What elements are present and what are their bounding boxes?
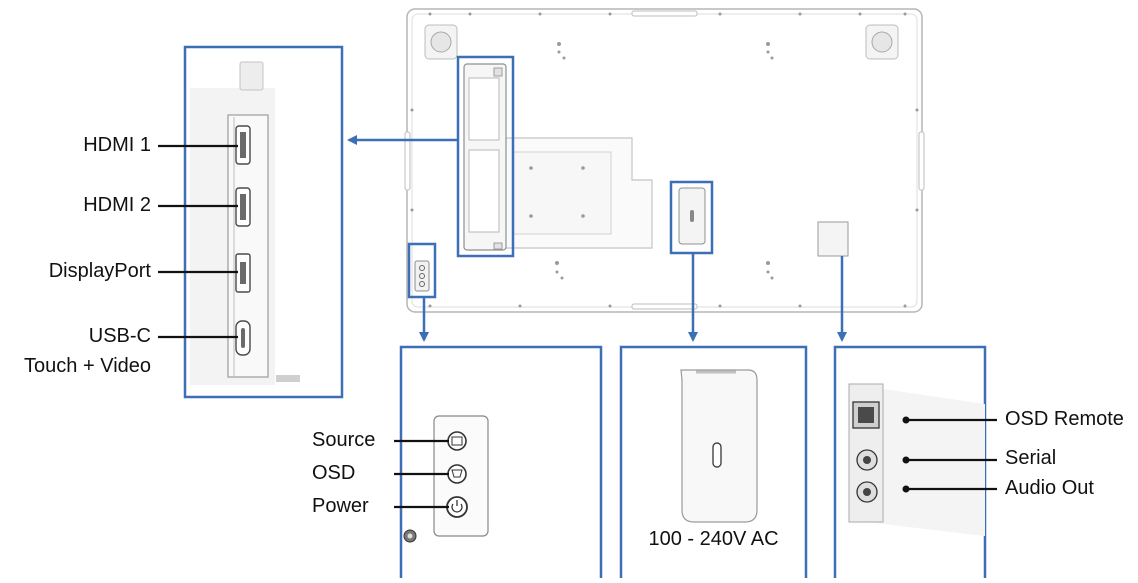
mount-foot-left — [424, 24, 458, 60]
io-bay — [463, 63, 507, 251]
label-hdmi1: HDMI 1 — [83, 134, 151, 156]
detail-panel-accessory — [833, 345, 987, 578]
power-button — [446, 496, 468, 518]
osd-button — [447, 464, 467, 484]
hdmi2-port — [235, 187, 251, 227]
label-audio-out: Audio Out — [1005, 477, 1094, 499]
label-serial: Serial — [1005, 447, 1057, 469]
highlight-power — [669, 180, 714, 255]
label-osd-remote: OSD Remote — [1005, 408, 1124, 430]
hdmi1-port — [235, 125, 251, 165]
label-power-input: 100 - 240V AC — [648, 528, 779, 550]
label-osd: OSD — [312, 462, 356, 484]
audio-out-port — [856, 481, 878, 503]
ac-inlet — [712, 442, 722, 468]
monitor-rear — [404, 8, 925, 313]
highlight-buttons — [407, 242, 437, 299]
panel-screw — [403, 529, 417, 543]
label-power: Power — [312, 495, 369, 517]
source-button — [447, 431, 467, 451]
label-hdmi2: HDMI 2 — [83, 194, 151, 216]
label-source: Source — [312, 429, 376, 451]
serial-port — [856, 449, 878, 471]
osd-remote-port — [852, 401, 880, 429]
highlight-side-ports — [456, 55, 515, 258]
mini-power-connector — [678, 187, 706, 245]
label-displayport: DisplayPort — [48, 260, 151, 282]
detail-panel-power — [619, 345, 808, 578]
usbc-port — [235, 320, 251, 356]
mini-port-block — [817, 221, 849, 257]
label-usbc-subtitle: Touch + Video — [24, 355, 151, 377]
mini-button-strip — [414, 260, 430, 292]
label-usbc: USB-C — [88, 325, 151, 347]
detail-panel-buttons — [399, 345, 603, 578]
detail-panel-side-ports — [183, 45, 344, 399]
displayport-port — [235, 253, 251, 293]
mount-foot-right — [865, 24, 899, 60]
